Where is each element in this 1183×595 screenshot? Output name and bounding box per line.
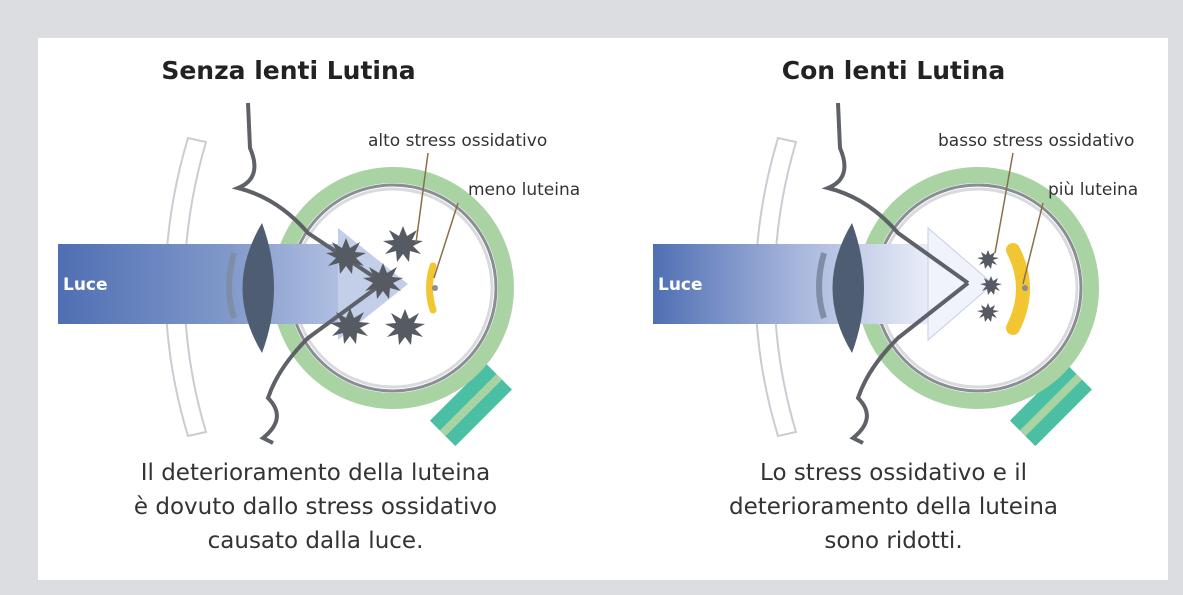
spectacle-lens	[754, 136, 798, 438]
free-radical-icon	[977, 250, 999, 269]
crystalline-lens	[832, 223, 864, 353]
panel-title: Senza lenti Lutina	[161, 56, 416, 85]
eye-diagram: alto stress ossidativo meno luteina Luce	[58, 102, 580, 447]
free-radical-icon	[385, 309, 425, 345]
caption-line: Lo stress ossidativo e il	[760, 460, 1027, 486]
label-more-lutein: più luteina	[1048, 180, 1138, 200]
eye-diagram: basso stress ossidativo più luteina Luce	[653, 102, 1138, 447]
caption-line: è dovuto dallo stress ossidativo	[133, 494, 498, 520]
free-radical-icon	[330, 308, 370, 344]
panel-with-lenses: Con lenti Lutina	[603, 38, 1168, 580]
free-radical-icon	[977, 303, 999, 322]
panel-caption: Lo stress ossidativo e il deterioramento…	[611, 456, 1176, 558]
optic-nerve	[1009, 364, 1092, 447]
panel-caption: Il deterioramento della luteina è dovuto…	[33, 456, 598, 558]
light-beam	[653, 226, 994, 342]
free-radical-icon	[363, 263, 403, 299]
label-high-stress: alto stress ossidativo	[368, 131, 547, 151]
optic-nerve	[429, 364, 512, 447]
free-radicals	[977, 250, 1002, 322]
free-radical-icon	[980, 276, 1002, 295]
spectacle-lens	[164, 136, 208, 438]
free-radicals	[326, 226, 425, 345]
caption-line: sono ridotti.	[824, 528, 963, 554]
label-light: Luce	[63, 275, 108, 295]
label-low-stress: basso stress ossidativo	[938, 131, 1134, 151]
eyelid-upper	[231, 102, 385, 285]
free-radical-icon	[326, 238, 366, 274]
free-radical-icon	[383, 226, 423, 262]
crystalline-lens	[242, 223, 274, 353]
panel-title: Con lenti Lutina	[781, 56, 1006, 85]
label-light: Luce	[658, 275, 703, 295]
caption-line: Il deterioramento della luteina	[140, 460, 491, 486]
eyelid-lower	[259, 281, 385, 445]
label-less-lutein: meno luteina	[468, 180, 580, 200]
panel-without-lenses: Senza lenti Lutina	[38, 38, 603, 580]
eyelid-lower	[849, 281, 970, 445]
lutein-layer	[426, 262, 437, 314]
eyelid-upper	[821, 102, 970, 285]
comparison-frame: Senza lenti Lutina	[38, 38, 1168, 580]
caption-line: causato dalla luce.	[207, 528, 424, 554]
caption-line: deterioramento della luteina	[728, 494, 1059, 520]
